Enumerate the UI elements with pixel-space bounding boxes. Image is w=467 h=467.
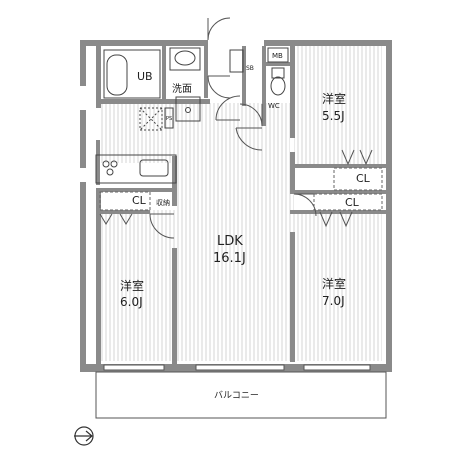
kitchen-counter [95, 154, 177, 184]
label-storage: 収納 [156, 198, 170, 207]
label-ldk: LDK [217, 234, 243, 249]
label-cl-w: CL [132, 194, 147, 207]
label-bedroom-se: 洋室 [322, 276, 346, 291]
label-bedroom-w: 洋室 [120, 278, 144, 293]
label-ub: UB [137, 70, 153, 83]
label-bedroom-se-size: 7.0J [322, 294, 345, 308]
label-bedroom-w-size: 6.0J [120, 295, 143, 309]
floor-areas [100, 45, 382, 361]
north-arrow-icon [74, 426, 94, 446]
label-bedroom-ne-size: 5.5J [322, 109, 345, 123]
label-ldk-size: 16.1J [213, 251, 246, 266]
balcony-windows [103, 364, 371, 371]
interior-walls [96, 40, 386, 364]
closet-lines [99, 167, 383, 211]
balcony [95, 371, 387, 419]
label-ps: PS [166, 116, 172, 122]
label-sb: SB [246, 65, 254, 72]
label-cl-ne: CL [356, 172, 371, 185]
label-wc: WC [268, 102, 280, 110]
label-cl-se: CL [345, 196, 360, 209]
label-mb: MB [272, 52, 283, 60]
doors [99, 17, 373, 239]
bath-fixtures [103, 47, 289, 131]
label-bedroom-ne: 洋室 [322, 91, 346, 106]
label-washroom: 洗面 [172, 83, 192, 95]
label-balcony: バルコニー [214, 390, 259, 401]
